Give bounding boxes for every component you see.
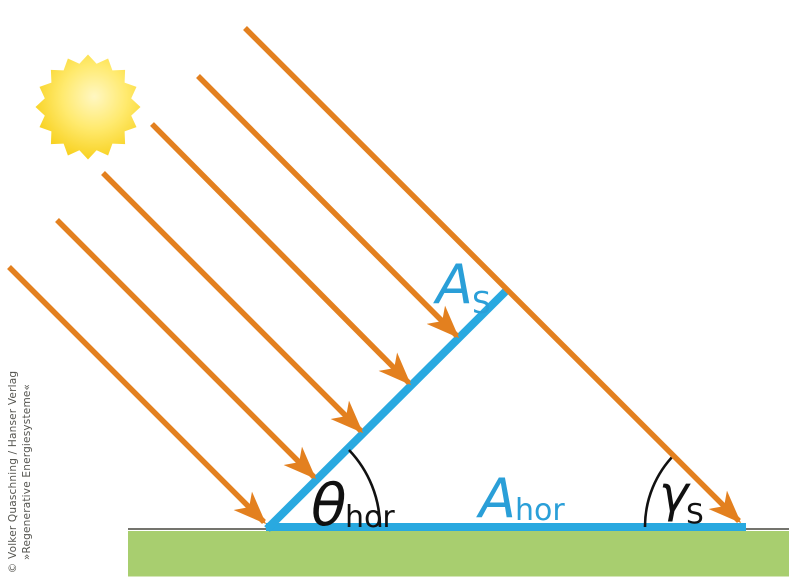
label-tilt-angle: θ xyxy=(311,471,347,539)
sun-ray xyxy=(196,74,460,339)
ground-strip xyxy=(128,531,789,577)
tilted-surface-line xyxy=(264,286,511,532)
copyright-note: © Volker Quaschning / Hanser Verlag »Reg… xyxy=(7,356,34,587)
tilt-angle-arc xyxy=(348,449,382,528)
sun-ray xyxy=(55,218,317,480)
sun-ray xyxy=(150,122,412,386)
sun-rays xyxy=(7,26,742,525)
sun-height-angle-arc xyxy=(643,453,676,528)
sun-ray-to-ground-corner xyxy=(243,26,742,524)
label-sun-height-angle-sub: S xyxy=(686,497,704,530)
copyright-line1: © Volker Quaschning / Hanser Verlag xyxy=(7,370,19,574)
label-tilt-angle-sub: hor xyxy=(345,500,395,535)
sun-icon xyxy=(35,54,141,160)
label-sun-height-angle: γ xyxy=(659,465,691,523)
label-horizontal-area: A xyxy=(476,467,516,530)
sun-ray-to-vertex xyxy=(7,265,267,525)
sun-ray xyxy=(101,171,364,434)
label-horizontal-area-sub: hor xyxy=(515,493,565,528)
label-tilted-area-sub: S xyxy=(472,286,491,321)
label-tilted-area: A xyxy=(433,253,473,316)
copyright-line2: »Regenerative Energiesysteme« xyxy=(20,383,33,561)
